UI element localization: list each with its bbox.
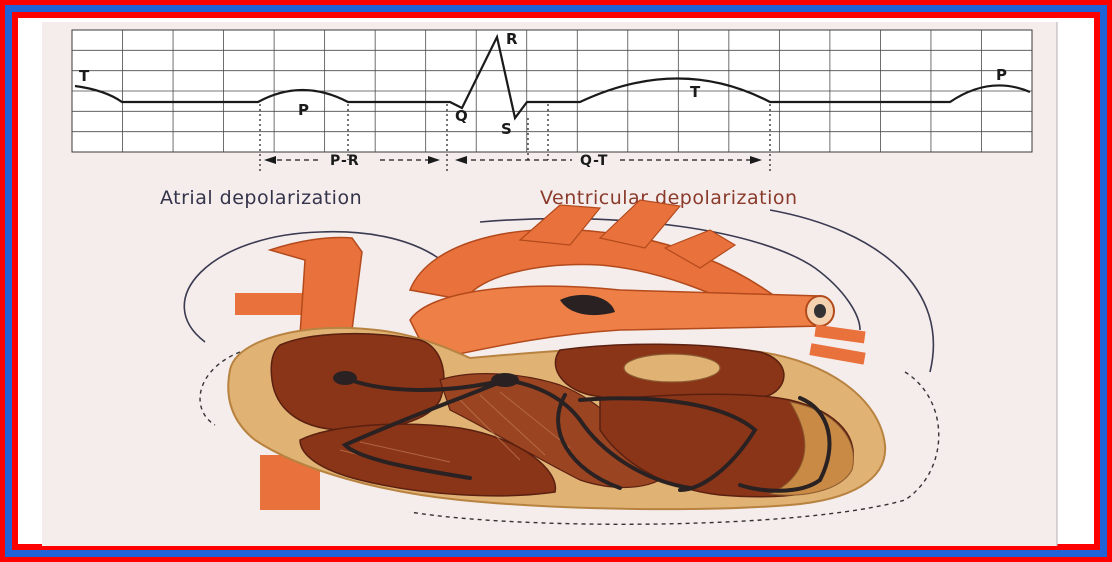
wave-label-t: T [690, 83, 701, 101]
wave-label-t-left: T [79, 67, 90, 85]
wave-label-p-right: P [996, 66, 1007, 84]
ecg-strip: T P Q R S T P P-R Q-T [72, 30, 1032, 172]
wave-label-q: Q [455, 107, 468, 125]
qt-interval-label: Q-T [580, 153, 608, 169]
atrial-depolarization-label: Atrial depolarization [160, 187, 362, 209]
wave-label-p: P [298, 101, 309, 119]
wave-label-s: S [501, 120, 512, 138]
wave-label-r: R [506, 30, 518, 48]
pr-interval-label: P-R [330, 153, 360, 169]
